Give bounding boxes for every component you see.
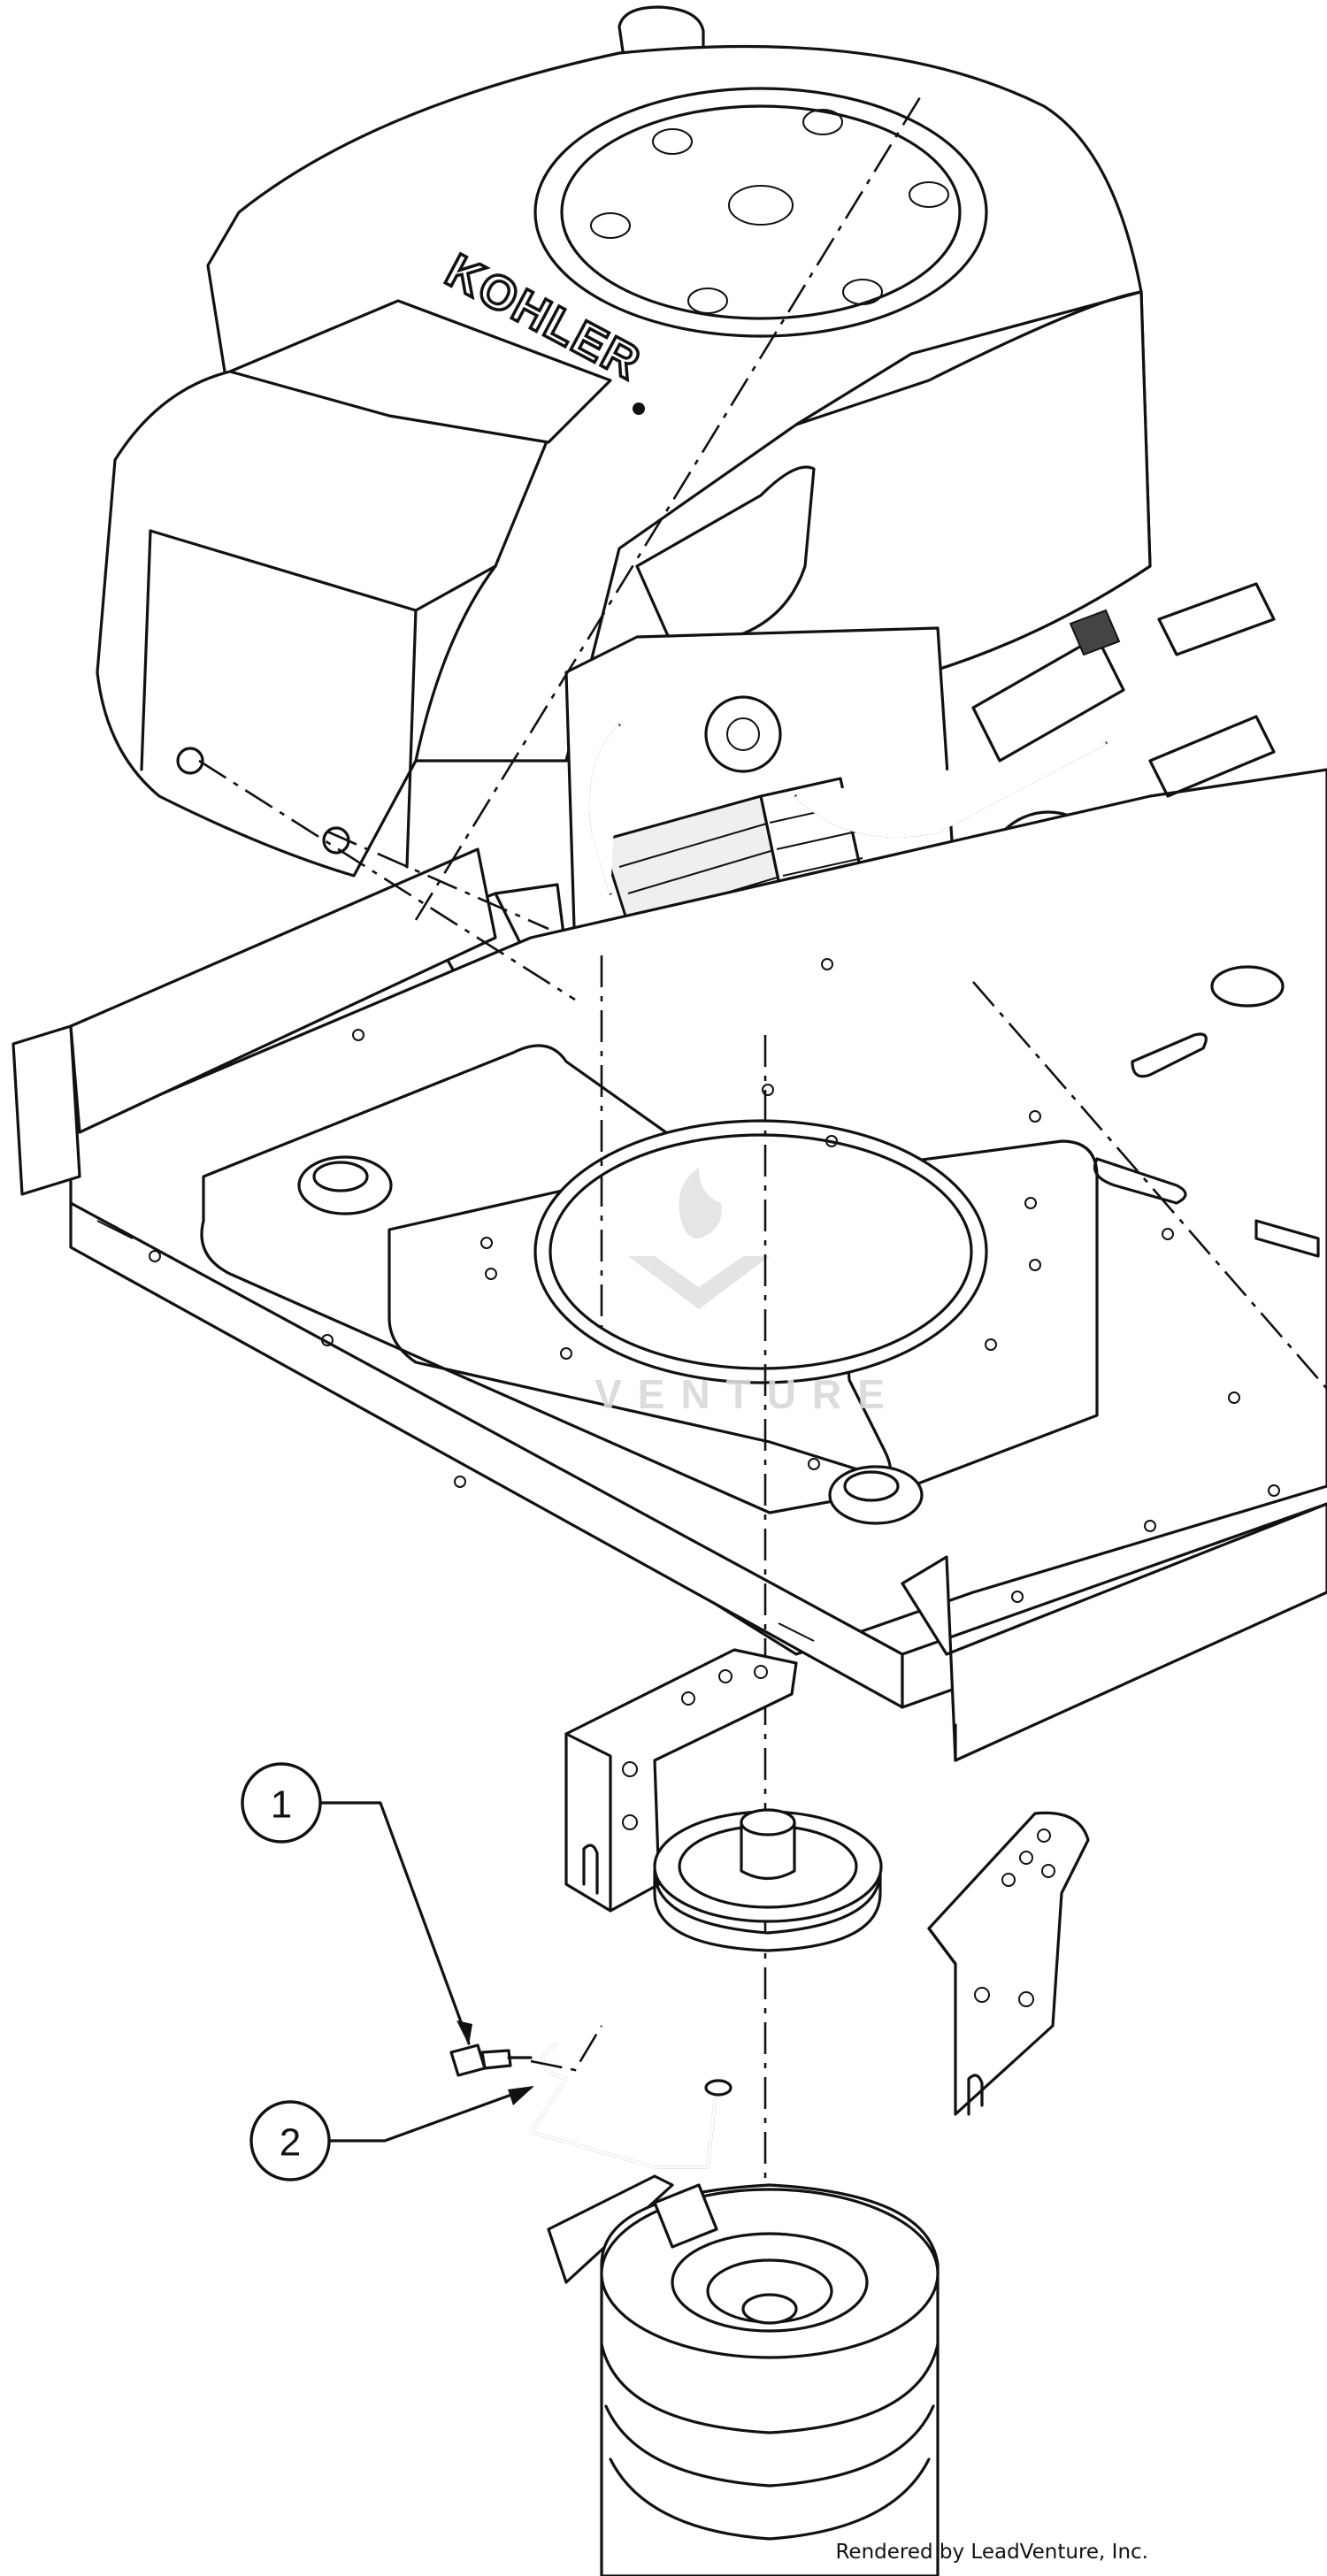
part-1-bolt xyxy=(449,2043,533,2077)
engine-pulley xyxy=(653,1808,883,1952)
svg-text:VENTURE: VENTURE xyxy=(594,1371,901,1417)
flywheel-cover xyxy=(533,87,988,338)
callout-1: 1 xyxy=(241,1762,472,2045)
part-2-rod xyxy=(529,2025,733,2169)
callout-1-number: 1 xyxy=(271,1783,292,1827)
crankshaft-opening xyxy=(533,1119,988,1384)
render-credit: Rendered by LeadVenture, Inc. xyxy=(835,2541,1148,2564)
clutch-connector xyxy=(653,2183,718,2249)
watermark-logo: VENTURE xyxy=(594,1168,901,1417)
callout-2: 2 xyxy=(249,2086,534,2181)
callout-2-number: 2 xyxy=(280,2121,301,2165)
pulley-bracket-right xyxy=(927,1811,1090,2116)
fuel-pump xyxy=(704,695,782,773)
electric-pto-clutch xyxy=(547,2174,940,2576)
pulley-bracket-left xyxy=(564,1648,798,1913)
